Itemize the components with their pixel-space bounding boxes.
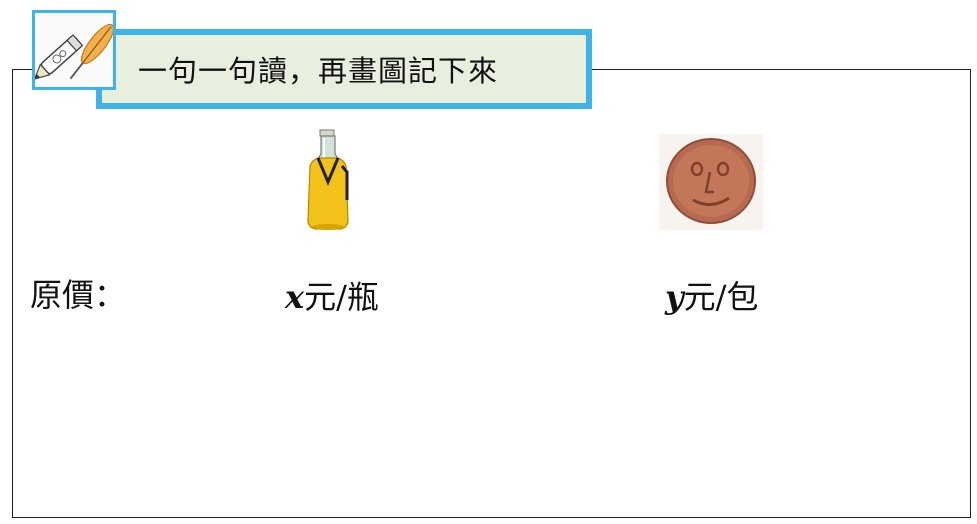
bottle-icon	[300, 128, 356, 232]
price-per-pack: y元/包	[665, 272, 758, 318]
unit-per-pack: 元/包	[683, 278, 759, 316]
cookie-face-icon	[659, 134, 763, 230]
variable-y: y	[665, 278, 684, 316]
pen-and-quill-icon	[32, 10, 116, 90]
content-frame	[12, 69, 971, 518]
title-banner: 一句一句讀，再畫圖記下來	[96, 29, 592, 109]
unit-per-bottle: 元/瓶	[304, 278, 379, 316]
variable-x: x	[285, 278, 305, 316]
price-per-bottle: x元/瓶	[285, 272, 379, 318]
title-text: 一句一句讀，再畫圖記下來	[102, 35, 586, 103]
original-price-label: 原價：	[30, 276, 127, 314]
